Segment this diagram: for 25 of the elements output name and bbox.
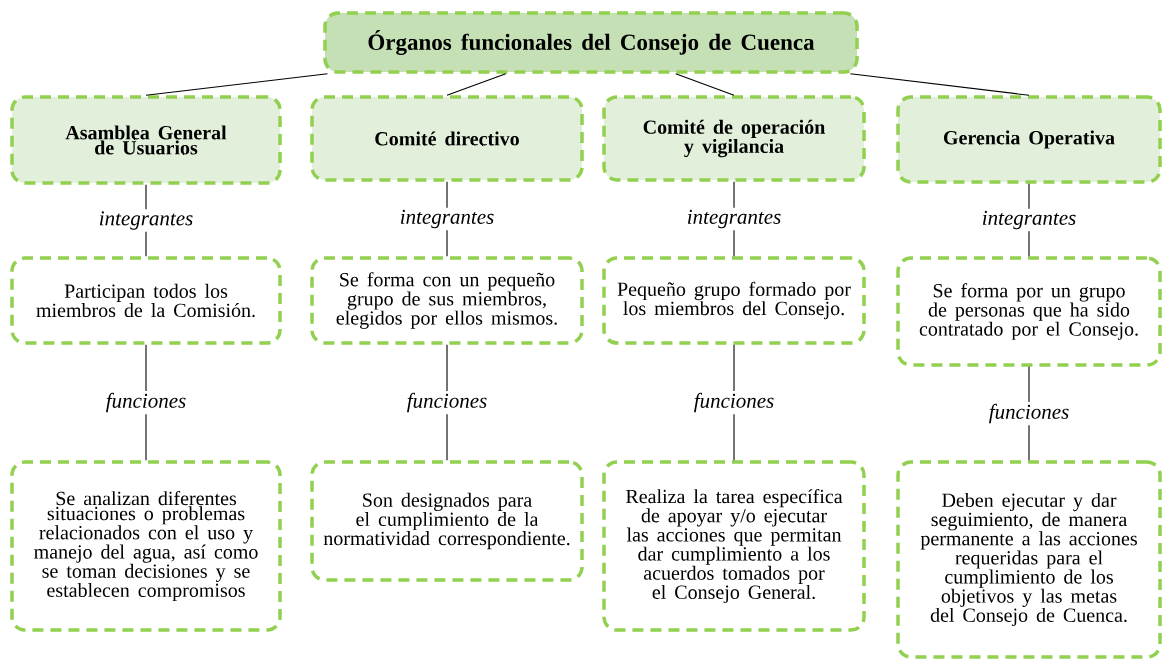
text-box: Realiza la tarea específica de apoyar y/o ejecutar las acciones que permitan dar cumplimiento a los acuerdos tomados por el Consejo General. [602, 460, 866, 632]
text-box: Se forma por un grupo de personas que ha sido contratado por el Consejo. [896, 256, 1162, 367]
edge-label: funciones [986, 401, 1072, 426]
header-box: Gerencia Operativa [896, 95, 1162, 184]
edge-label: integrantes [684, 207, 784, 231]
edge-label: integrantes [979, 208, 1079, 232]
text-box: Pequeño grupo formado por los miembros del Consejo. [602, 256, 866, 345]
title-box: Órganos funcionales del Consejo de Cuenca [323, 11, 859, 74]
text-box: Se analizan diferentes situaciones o problemas relacionados con el uso y manejo del agua, así como se toman decisiones y se establecen compromisos [10, 460, 282, 632]
connector-line [675, 73, 735, 96]
connector-line [849, 73, 1030, 96]
edge-label: funciones [103, 390, 189, 415]
text-box: Son designados para el cumplimiento de la normatividad correspondiente. [310, 460, 584, 582]
connector-line [145, 73, 328, 96]
header-box: Asamblea General de Usuarios [10, 95, 282, 185]
edge-label: integrantes [397, 207, 497, 231]
edge-label: funciones [691, 390, 777, 415]
header-box: Comité directivo [310, 95, 584, 182]
connector-line [446, 73, 507, 96]
text-box: Participan todos los miembros de la Comisión. [10, 256, 282, 345]
edge-label: integrantes [96, 209, 196, 232]
header-box: Comité de operación y vigilancia [602, 95, 866, 182]
text-box: Deben ejecutar y dar seguimiento, de manera permanente a las acciones requeridas para el cumplimiento de los objetivos y las metas del Consejo de Cuenca. [896, 460, 1162, 659]
text-box: Se forma con un pequeño grupo de sus miembros, elegidos por ellos mismos. [310, 256, 584, 345]
edge-label: funciones [404, 390, 490, 415]
